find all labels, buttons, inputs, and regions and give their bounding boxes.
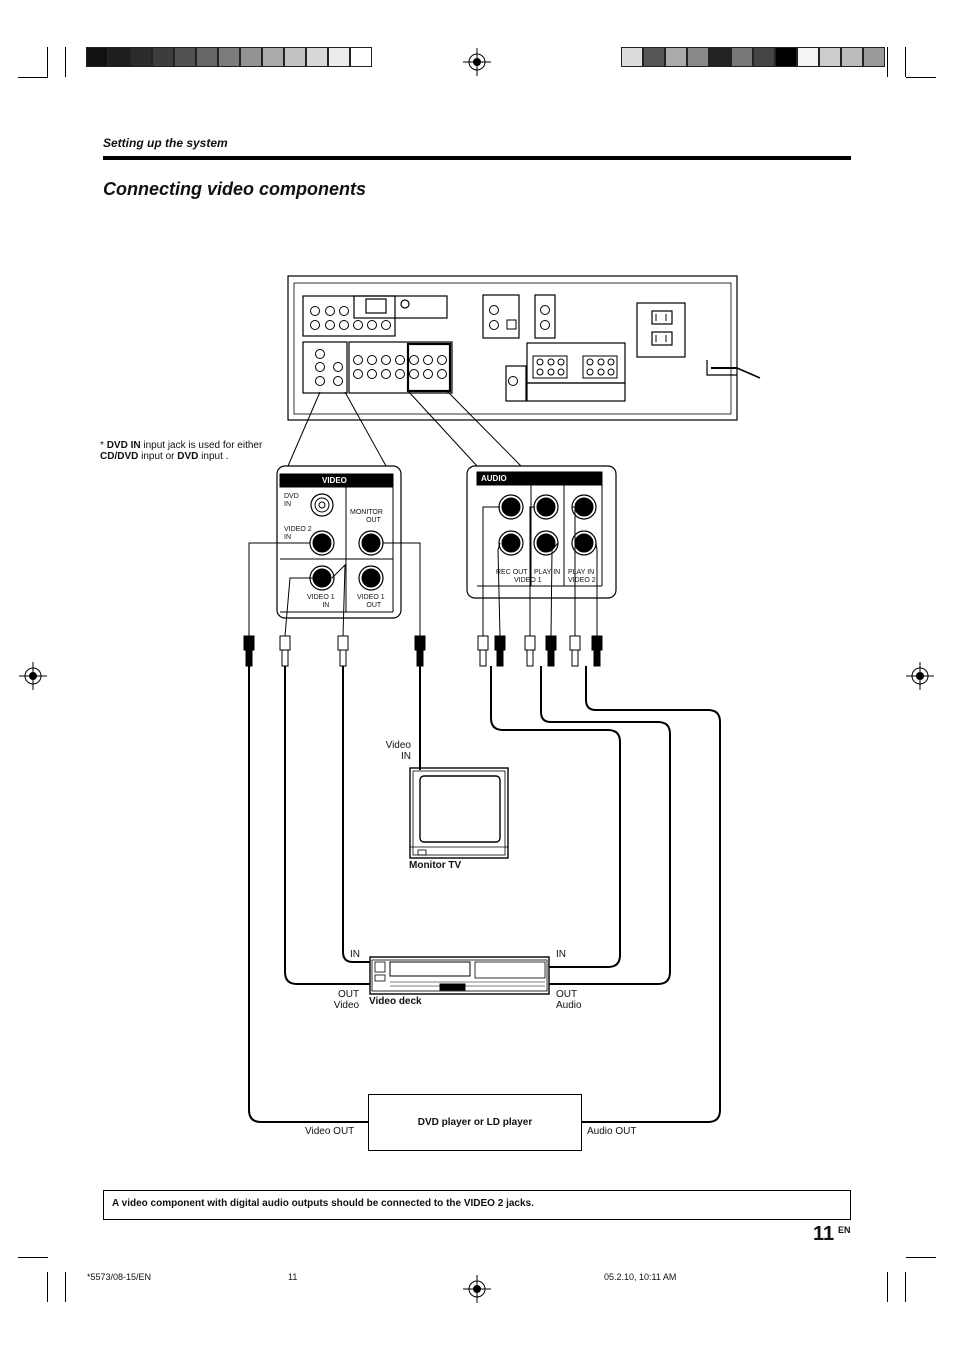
rca-plugs	[243, 635, 603, 667]
color-swatch	[306, 47, 328, 67]
dvd-player-label: DVD player or LD player	[417, 1117, 533, 1128]
color-swatch	[841, 47, 863, 67]
color-swatch	[152, 47, 174, 67]
page-language: EN	[838, 1225, 851, 1235]
registration-mark-left	[19, 662, 47, 690]
callout-lines	[287, 390, 522, 467]
color-swatch	[687, 47, 709, 67]
print-footer-center: 11	[288, 1272, 298, 1282]
play-in-2-label: PLAY IN	[568, 569, 595, 576]
cables	[248, 666, 721, 1123]
color-swatch	[621, 47, 643, 67]
page-heading: Connecting video components	[103, 179, 367, 199]
print-footer-right: 05.2.10, 10:11 AM	[604, 1272, 677, 1282]
video1-audio-label: VIDEO 1	[514, 577, 542, 584]
color-swatch	[328, 47, 350, 67]
crop-mark	[905, 1272, 906, 1302]
video-out-label: Video OUT	[305, 1126, 355, 1137]
video-panel-title: VIDEO	[322, 476, 347, 485]
dvd-in-note: * DVD IN input jack is used for either C…	[100, 440, 263, 462]
video-deck-label: Video deck	[369, 996, 422, 1007]
registration-mark-right	[906, 662, 934, 690]
dvd-player-box	[368, 1094, 582, 1151]
crop-mark	[47, 1272, 48, 1302]
section-label: Setting up the system	[103, 136, 228, 150]
play-in-1-label: PLAY IN	[534, 569, 561, 576]
crop-mark	[887, 1272, 888, 1302]
color-swatch	[643, 47, 665, 67]
crop-mark	[906, 1257, 936, 1258]
deck-in-left-label: IN	[350, 949, 360, 960]
registration-mark-bottom	[463, 1275, 491, 1303]
crop-mark	[18, 1257, 48, 1258]
crop-mark	[47, 47, 48, 77]
color-swatch	[218, 47, 240, 67]
print-footer-left: *5573/08-15/EN	[87, 1272, 152, 1282]
color-swatch	[753, 47, 775, 67]
receiver-rear-panel	[287, 275, 761, 421]
color-swatch	[130, 47, 152, 67]
registration-mark-top	[463, 48, 491, 76]
header-rule	[103, 156, 851, 160]
deck-in-right-label: IN	[556, 949, 566, 960]
color-swatch	[174, 47, 196, 67]
monitor-tv-label: Monitor TV	[409, 860, 462, 871]
color-swatch	[731, 47, 753, 67]
video2-audio-label: VIDEO 2	[568, 577, 596, 584]
monitor-tv-illustration	[409, 767, 509, 859]
color-swatch	[797, 47, 819, 67]
color-swatch	[284, 47, 306, 67]
crop-mark	[905, 47, 906, 77]
color-swatch	[86, 47, 108, 67]
color-swatch	[709, 47, 731, 67]
rec-out-label: REC OUT	[496, 569, 528, 576]
color-swatch	[819, 47, 841, 67]
receiver-jacks	[310, 305, 667, 386]
color-swatch	[108, 47, 130, 67]
audio-jack-panel	[466, 465, 617, 599]
audio-panel-title: AUDIO	[481, 474, 507, 483]
audio-out-label: Audio OUT	[587, 1126, 637, 1137]
crop-mark	[906, 77, 936, 78]
color-swatch	[240, 47, 262, 67]
color-swatch	[350, 47, 372, 67]
color-swatch	[775, 47, 797, 67]
page-number: 11	[813, 1223, 835, 1245]
crop-mark	[887, 47, 888, 77]
crop-mark	[18, 77, 48, 78]
video-deck-illustration	[369, 956, 550, 995]
color-swatch	[262, 47, 284, 67]
crop-mark	[65, 1272, 66, 1302]
footnote-text: A video component with digital audio out…	[112, 1198, 534, 1209]
crop-mark	[65, 47, 66, 77]
color-swatch	[196, 47, 218, 67]
jack-leads	[248, 506, 598, 637]
footnote-box	[103, 1190, 851, 1220]
color-swatch	[665, 47, 687, 67]
color-swatch	[863, 47, 885, 67]
